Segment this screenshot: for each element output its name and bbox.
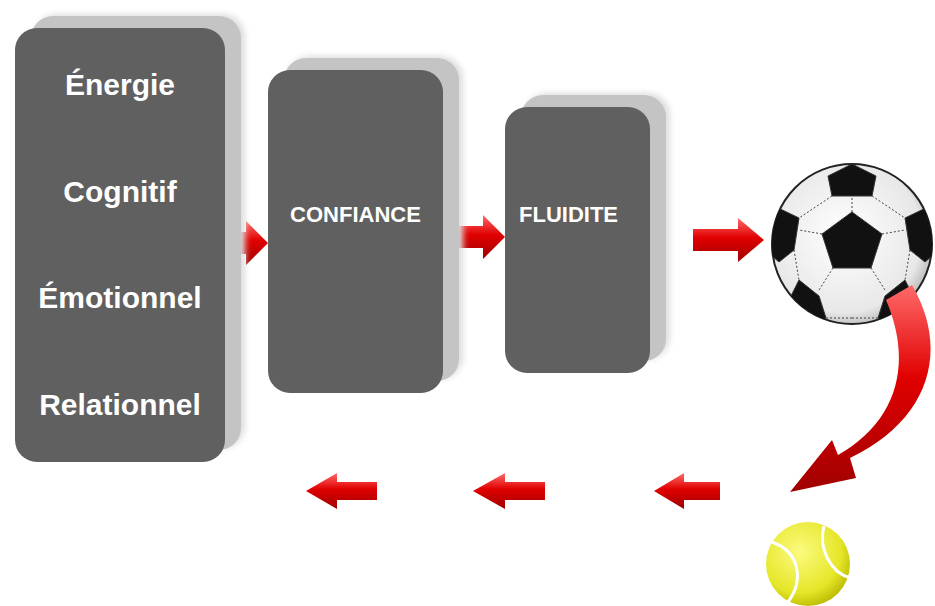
box-label: Énergie (65, 68, 175, 102)
box-label: Émotionnel (38, 281, 201, 315)
curved-arrow (790, 285, 931, 492)
red-arrow-left (654, 473, 720, 509)
red-arrow (693, 218, 764, 262)
red-arrow-left (306, 473, 377, 509)
box-label: FLUIDITE (519, 202, 618, 228)
red-arrow-left (473, 473, 545, 509)
box-label: Cognitif (63, 175, 176, 209)
tennis-ball (766, 522, 850, 606)
block-arrow (443, 215, 505, 259)
box-label: Relationnel (39, 388, 201, 422)
process-box: CONFIANCE (268, 70, 443, 393)
process-box: FLUIDITE (505, 107, 650, 373)
block-arrow (225, 221, 268, 265)
box-label: CONFIANCE (290, 202, 421, 228)
process-box: ÉnergieCognitifÉmotionnelRelationnel (15, 28, 225, 462)
